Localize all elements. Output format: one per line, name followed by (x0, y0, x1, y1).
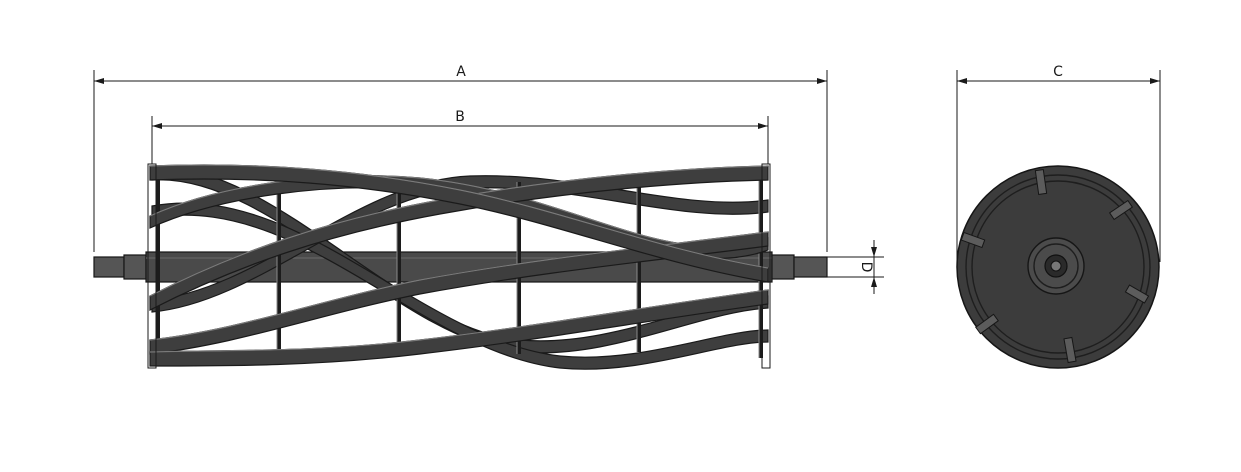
side-view (93, 163, 828, 370)
front-blades (149, 164, 769, 367)
end-view (956, 165, 1160, 369)
dimension-d-label: D (858, 262, 874, 273)
blade-tabs (960, 168, 1150, 364)
dimension-a-label: A (456, 64, 466, 80)
dimension-c-label: C (1053, 64, 1063, 80)
dimension-b: B (151, 109, 769, 164)
dimension-d: D (827, 240, 884, 294)
dimension-b-label: B (455, 109, 465, 125)
dimension-c: C (956, 64, 1161, 262)
dimension-a: A (93, 64, 828, 252)
